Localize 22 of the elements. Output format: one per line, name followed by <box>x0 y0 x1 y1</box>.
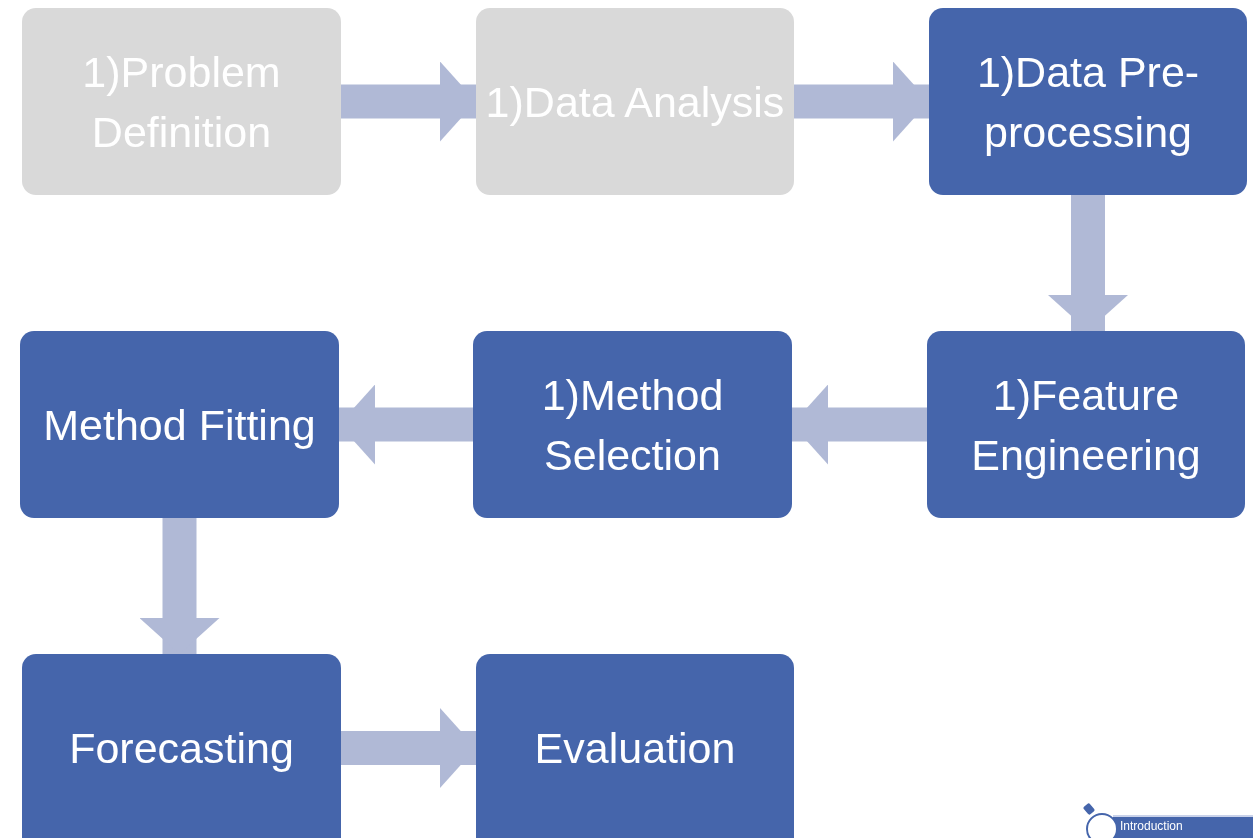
block-arrow <box>1048 195 1128 331</box>
step-label: 1)Feature Engineering <box>970 369 1202 481</box>
step-label: Evaluation <box>534 723 736 774</box>
block-arrow <box>792 384 927 465</box>
process-box <box>927 331 1245 518</box>
process-box <box>473 331 792 518</box>
block-arrow <box>794 61 929 142</box>
block-arrow <box>139 518 220 654</box>
process-box <box>929 8 1247 195</box>
step-label: Method Fitting <box>43 399 316 451</box>
process-box <box>22 8 341 195</box>
step-label: Forecasting <box>69 723 294 774</box>
process-box <box>22 654 341 838</box>
step-label: 1)Data Pre-processing <box>975 46 1201 158</box>
step-label: 1)Method Selection <box>540 369 725 481</box>
block-arrow <box>341 61 476 142</box>
process-box <box>476 654 794 838</box>
process-box <box>20 331 339 518</box>
process-box <box>476 8 794 195</box>
tab-label: Introduction <box>1120 819 1183 833</box>
block-arrow <box>339 384 473 465</box>
block-arrow <box>341 708 476 788</box>
